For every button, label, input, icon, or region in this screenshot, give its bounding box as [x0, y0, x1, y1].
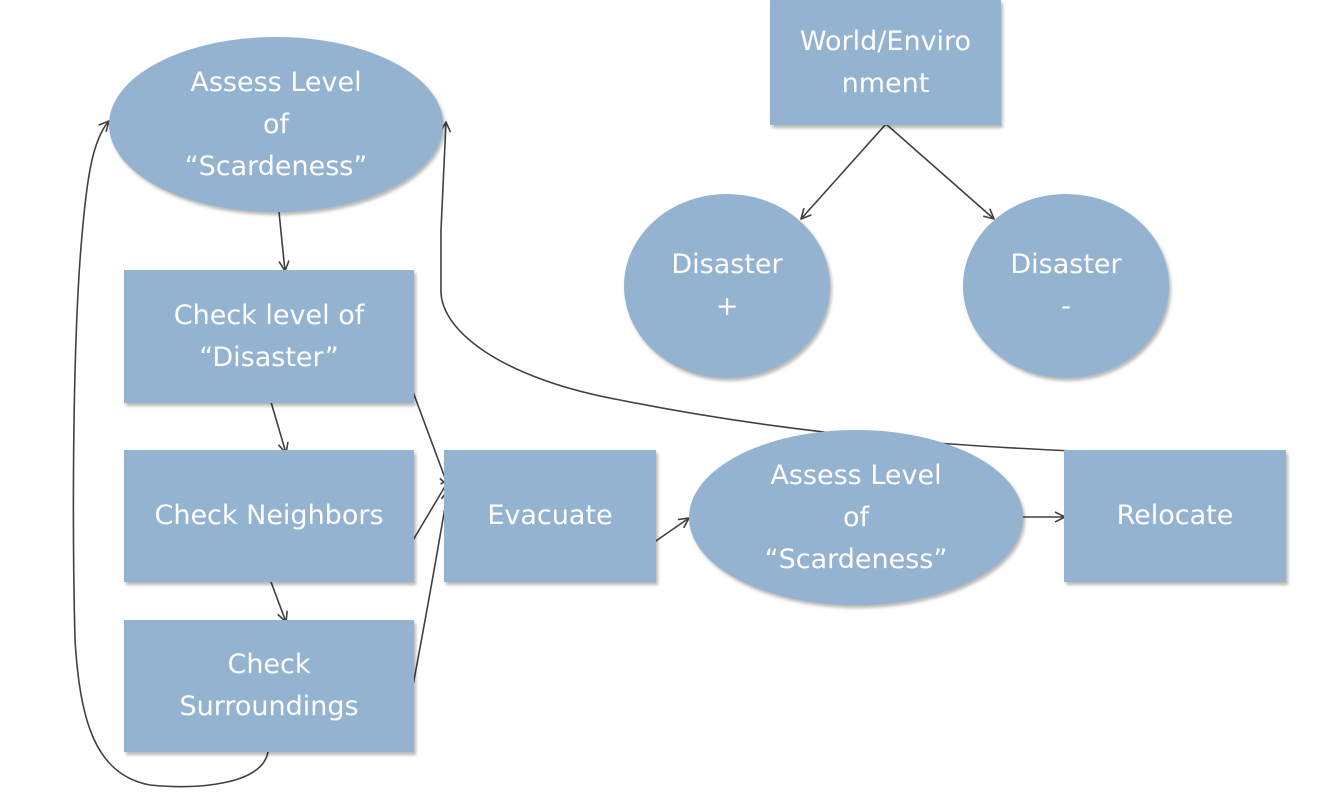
- relocate-node: Relocate: [1064, 450, 1286, 582]
- check-neighbors-node: Check Neighbors: [124, 450, 414, 582]
- check-surroundings-node: Check Surroundings: [124, 620, 414, 752]
- world-environment-node: World/Enviro nment: [770, 0, 1001, 125]
- arrow-evacuate-to-assess-mid: [652, 518, 689, 544]
- disaster-minus-node: Disaster -: [963, 194, 1169, 378]
- arrow-check-disaster-to-neighbors: [270, 401, 286, 453]
- check-disaster-node: Check level of “Disaster”: [124, 270, 414, 403]
- disaster-plus-node: Disaster +: [624, 194, 830, 378]
- arrow-world-to-disaster-plus: [801, 123, 887, 219]
- arrow-surroundings-loop-to-assess-top: [72, 121, 269, 788]
- arrow-neighbors-to-surroundings: [270, 581, 286, 622]
- evacuate-node: Evacuate: [444, 450, 656, 582]
- assess-scardeness-top-node: Assess Level of “Scardeness”: [109, 37, 443, 212]
- arrow-assess-to-check-disaster: [278, 211, 285, 271]
- assess-scardeness-mid-node: Assess Level of “Scardeness”: [689, 430, 1023, 605]
- arrow-world-to-disaster-minus: [885, 123, 994, 219]
- arrow-relocate-loop-to-assess-top: [441, 122, 1191, 456]
